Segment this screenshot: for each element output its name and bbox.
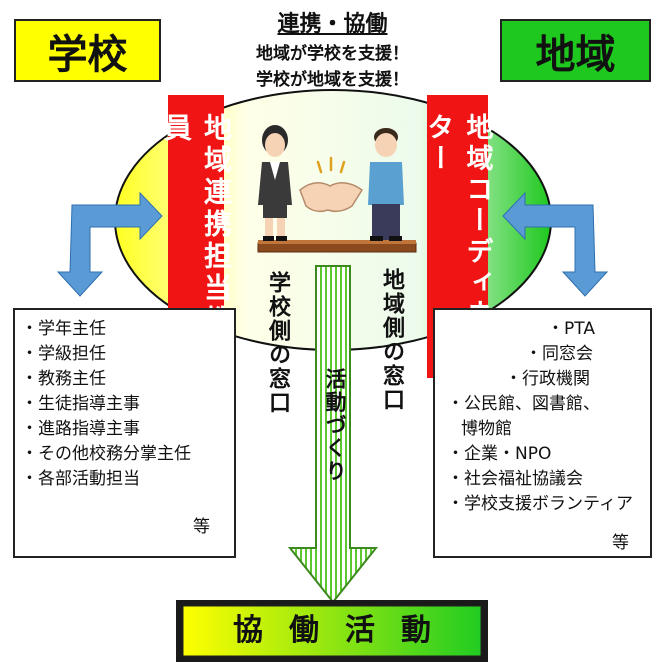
- header-title: 連携・協働: [277, 12, 388, 37]
- community-member-item: 学校支援ボランティア: [435, 492, 650, 517]
- header-line-2: 学校が地域を支援！: [256, 70, 409, 90]
- school-members-suffix: 等: [193, 517, 210, 537]
- collaborative-activity-label: 協働活動: [233, 613, 457, 648]
- school-member-item: 生徒指導主事: [21, 392, 230, 417]
- community-title: 地域: [500, 19, 651, 82]
- school-title: 学校: [14, 19, 161, 82]
- community-members-box: PTA同窓会行政機関公民館、図書館、博物館企業・NPO社会福祉協議会学校支援ボラ…: [433, 308, 652, 558]
- community-member-item: 企業・NPO: [435, 442, 650, 467]
- community-window-label: 地域側の窓口: [379, 268, 404, 412]
- school-teacher-figure: [258, 125, 292, 241]
- header-line-1: 地域が学校を支援！: [256, 44, 409, 64]
- stage-platform: [257, 242, 417, 253]
- handshake-icon: [299, 156, 364, 213]
- school-member-item: 教務主任: [21, 367, 230, 392]
- community-member-item: PTA: [435, 317, 650, 342]
- school-member-item: 学級担任: [21, 342, 230, 367]
- school-member-item: その他校務分掌主任: [21, 442, 230, 467]
- community-member-item: 公民館、図書館、: [435, 392, 650, 417]
- school-window-label: 学校側の窓口: [265, 271, 290, 415]
- activity-arrow-label: 活動づくり: [323, 368, 347, 483]
- school-member-item: 各部活動担当: [21, 467, 230, 492]
- community-members-list: PTA同窓会行政機関公民館、図書館、博物館企業・NPO社会福祉協議会学校支援ボラ…: [435, 317, 650, 517]
- community-arrow-icon: [502, 191, 609, 297]
- school-member-item: 進路指導主事: [21, 417, 230, 442]
- activity-down-arrow: [287, 265, 379, 604]
- community-members-suffix: 等: [612, 533, 629, 553]
- community-member-item: 社会福祉協議会: [435, 467, 650, 492]
- community-member-item: 行政機関: [435, 367, 650, 392]
- community-member-item: 博物館: [461, 419, 512, 439]
- community-member-item: 同窓会: [435, 342, 650, 367]
- community-member-figure: [368, 128, 404, 241]
- school-members-list: 学年主任学級担任教務主任生徒指導主事進路指導主事その他校務分掌主任各部活動担当: [21, 317, 230, 492]
- school-member-item: 学年主任: [21, 317, 230, 342]
- school-arrow-icon: [56, 191, 163, 297]
- school-members-box: 学年主任学級担任教務主任生徒指導主事進路指導主事その他校務分掌主任各部活動担当 …: [13, 308, 236, 558]
